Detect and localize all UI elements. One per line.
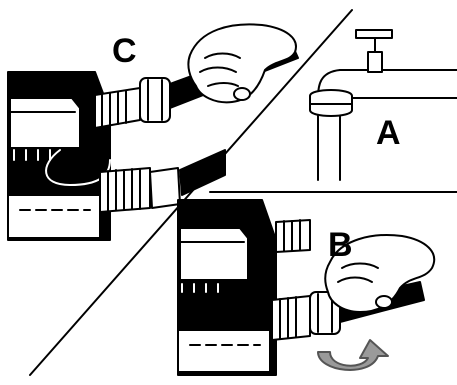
rotate-arrow-icon: [318, 340, 388, 370]
panel-b-illustration: [178, 200, 434, 375]
panel-a-illustration: [310, 30, 457, 180]
label-b: B: [328, 228, 353, 262]
faucet-icon: [356, 30, 392, 38]
coupling-nut-c: [140, 78, 170, 122]
label-a: A: [376, 116, 401, 150]
label-c: C: [112, 34, 137, 68]
